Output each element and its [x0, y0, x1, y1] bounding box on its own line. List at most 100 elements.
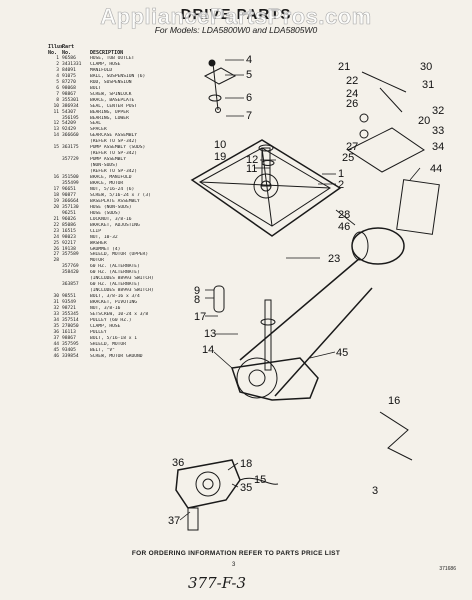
models-subtitle: For Models: LDA5800W0 and LDA5805W0 [154, 25, 318, 35]
callout-44: 44 [430, 163, 442, 175]
row-description: LOCKNUT, 3/8-16 [90, 216, 132, 222]
row-illus-no: 21 [53, 216, 59, 222]
row-description: PUMP ASSEMBLY (SUDS) [90, 145, 146, 151]
pump-hub [202, 478, 214, 490]
row-part-no: 366664 [62, 198, 79, 204]
row-illus-no: 6 [56, 85, 59, 91]
row-part-no: 351500 [62, 175, 79, 181]
row-part-no: 357769 [62, 264, 79, 270]
row-illus-no: 2 [56, 61, 59, 67]
pump-outlet [187, 507, 199, 531]
row-illus-no: 11 [53, 109, 59, 115]
row-part-no: 278050 [62, 323, 79, 329]
row-description: PULLEY (60 HZ.) [90, 317, 132, 323]
row-description: HOSE (NON-SUDS) [90, 204, 132, 210]
row-description: SCREW, MOTOR GROUND [90, 353, 143, 359]
callout-26: 26 [346, 98, 358, 110]
callout-21: 21 [338, 61, 350, 73]
row-illus-no: 19 [53, 198, 59, 204]
row-description: NUT, 5/16-24 (6) [90, 186, 135, 192]
page-number: 3 [232, 562, 236, 568]
callout-30: 30 [420, 61, 432, 73]
row-illus-no: 24 [53, 234, 59, 240]
baseplate-brace [213, 285, 225, 313]
row-part-no: 98867 [62, 91, 76, 97]
callout-27: 27 [346, 141, 358, 153]
row-illus-no: 10 [53, 103, 59, 109]
motor-end-cap [351, 231, 369, 261]
row-part-no: 98867 [62, 335, 76, 341]
row-description: CLAMP, HOSE [90, 323, 121, 329]
handwritten-note: 377-F-3 [188, 574, 247, 592]
row-part-no: 357595 [62, 341, 79, 347]
callout-4: 4 [246, 54, 252, 66]
pump-assembly [175, 459, 241, 509]
callout-23: 23 [328, 253, 340, 265]
row-illus-no: 20 [53, 204, 59, 210]
row-illus-no: 12 [53, 121, 59, 127]
callout-12: 12 [246, 154, 258, 166]
row-part-no: 96586 [62, 56, 76, 61]
row-part-no: 91075 [62, 73, 76, 79]
row-part-no: 366660 [62, 133, 79, 139]
row-part-no: 98551 [62, 294, 76, 300]
callout-18: 18 [240, 458, 252, 470]
row-part-no: 3431331 [62, 61, 82, 67]
row-part-no: 93549 [62, 300, 76, 306]
gearcase-pulley-hub [248, 369, 266, 387]
parts-table-row: (NON-SUDS) [48, 163, 188, 169]
suspension-nut [215, 107, 221, 113]
row-illus-no: 18 [53, 192, 59, 198]
leader-35 [231, 483, 239, 488]
baseplate-hub [253, 173, 279, 199]
parts-table-row: (REFER TO SP-342) [48, 169, 188, 175]
header-illus-no: Illus. No. [48, 44, 67, 56]
row-description: SCREW, 5/16-24 x 7 (3) [90, 192, 151, 198]
row-description: GEARCASE ASSEMBLY [90, 133, 138, 139]
row-illus-no: 27 [53, 252, 59, 258]
callout-1: 1 [338, 168, 344, 180]
pump-hose [239, 477, 279, 485]
suspension-bolt [208, 94, 222, 102]
row-illus-no: 17 [53, 186, 59, 192]
callout-25: 25 [342, 152, 354, 164]
row-description: WASHER [90, 240, 107, 246]
parts-table-header: Illus. No. Part No. DESCRIPTION [48, 44, 188, 56]
motor [351, 227, 405, 265]
row-part-no: 357130 [62, 204, 79, 210]
row-description: BASEPLATE ASSEMBLY [90, 198, 140, 204]
callout-14: 14 [202, 344, 214, 356]
row-part-no: 96651 [62, 186, 76, 192]
row-illus-no: 34 [53, 317, 59, 323]
row-description: BELT, "V" [90, 347, 115, 353]
row-illus-no: 1 [56, 56, 59, 61]
row-description: SPACER [90, 127, 107, 133]
suspension-ball [208, 59, 216, 67]
callout-35: 35 [240, 482, 252, 494]
row-part-no: 16113 [62, 329, 76, 335]
row-illus-no: 44 [53, 341, 59, 347]
row-description: CLIP [90, 228, 102, 234]
row-illus-no: 28 [53, 258, 59, 264]
row-description: SHIELD, MOTOR [90, 341, 126, 347]
